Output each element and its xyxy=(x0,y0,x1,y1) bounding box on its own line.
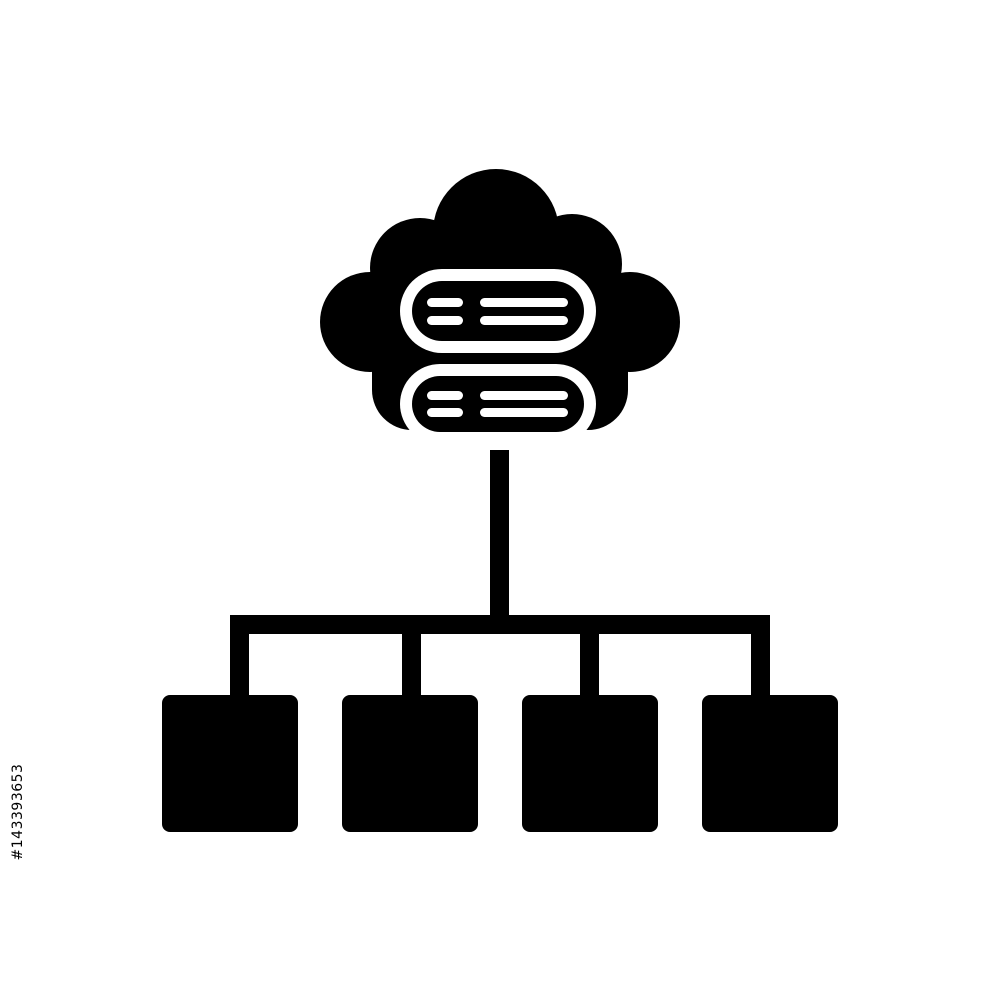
network-node-1 xyxy=(162,695,298,832)
watermark-id-text: #143393653 xyxy=(10,763,26,861)
server-unit-bottom xyxy=(400,364,596,444)
network-node-2 xyxy=(342,695,478,832)
server-unit-top xyxy=(400,269,596,353)
network-node-3 xyxy=(522,695,658,832)
watermark-id: #143393653 xyxy=(8,752,28,872)
network-nodes xyxy=(162,695,838,832)
network-connector-lines xyxy=(230,450,770,699)
network-node-4 xyxy=(702,695,838,832)
server-rack-icon xyxy=(400,269,596,444)
